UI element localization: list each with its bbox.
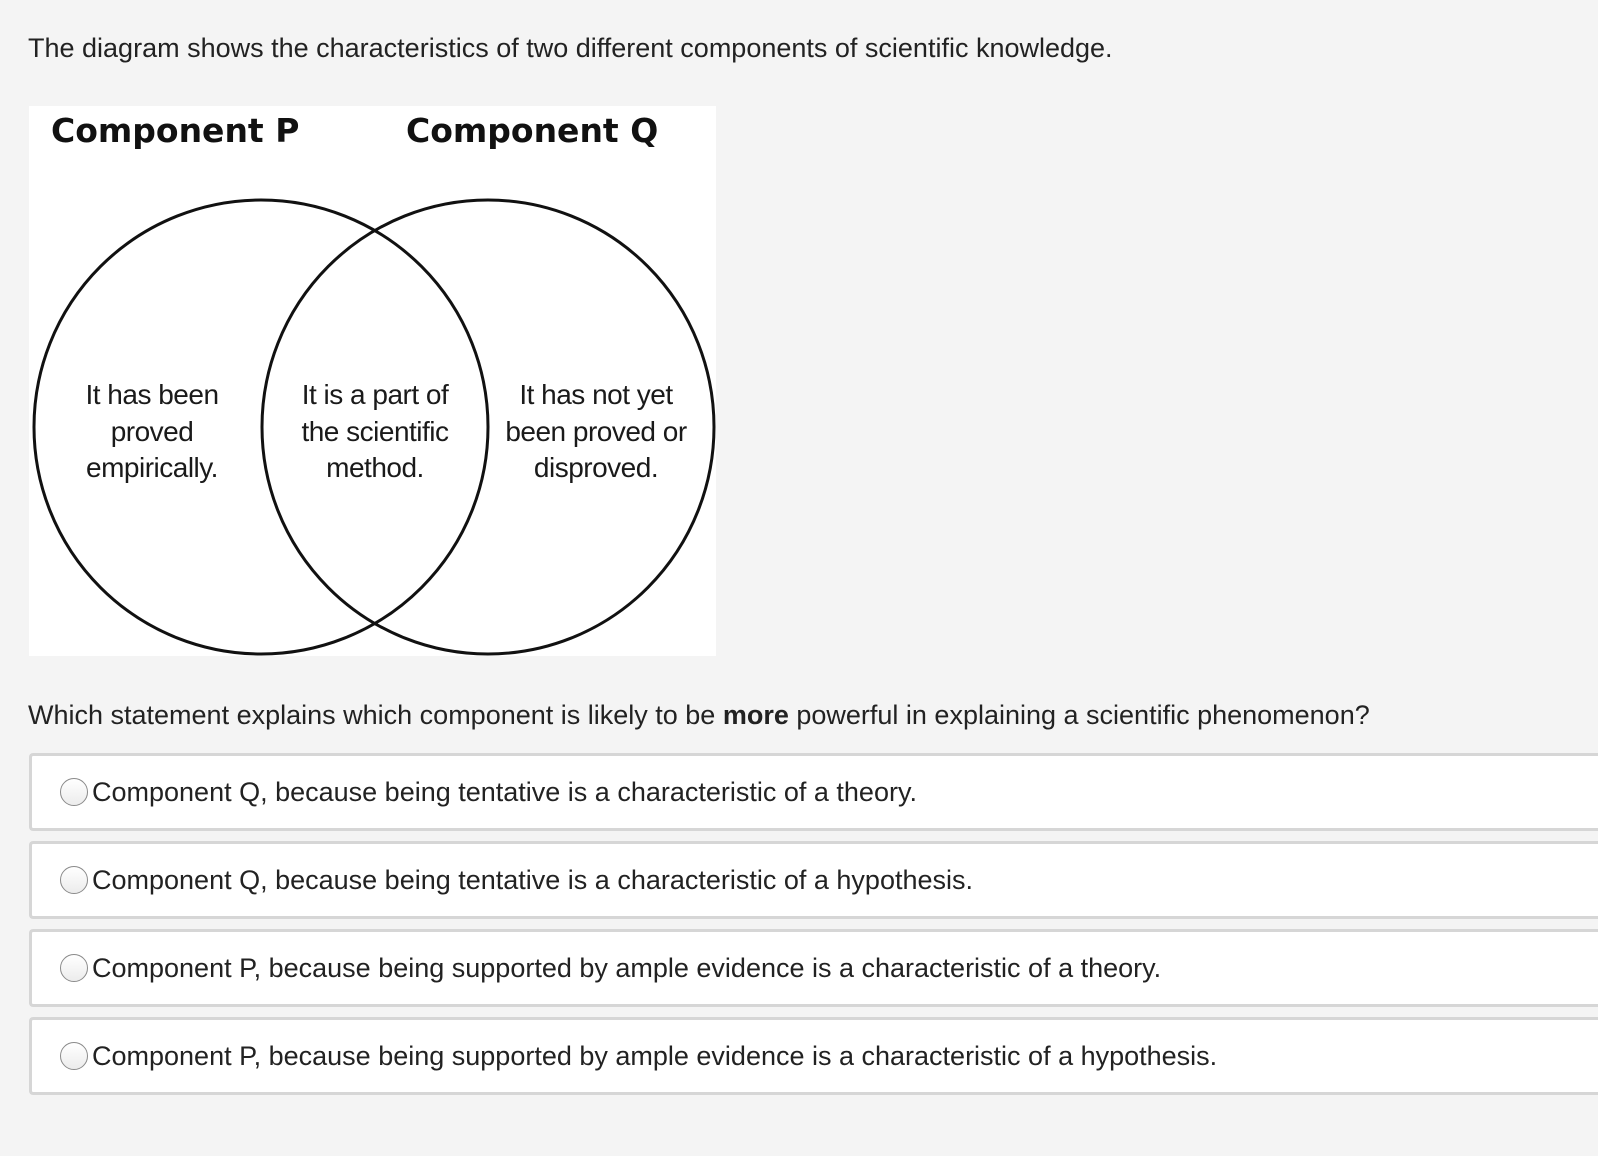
answer-option-label: Component P, because being supported by … bbox=[92, 1040, 1218, 1071]
answer-option-label: Component Q, because being tentative is … bbox=[92, 864, 973, 895]
left-text-line: empirically. bbox=[86, 452, 218, 483]
center-text-line: It is a part of bbox=[302, 379, 449, 410]
right-text-line: It has not yet bbox=[519, 379, 673, 410]
radio-button-icon[interactable] bbox=[60, 866, 88, 894]
left-text-line: proved bbox=[111, 416, 194, 447]
component-p-title: Component P bbox=[51, 111, 299, 150]
left-region-text: It has been proved empirically. bbox=[85, 379, 219, 483]
center-text-line: the scientific bbox=[301, 416, 449, 447]
question-text-after: powerful in explaining a scientific phen… bbox=[788, 700, 1370, 730]
question-intro-text: The diagram shows the characteristics of… bbox=[28, 33, 1113, 63]
component-q-circle bbox=[260, 198, 716, 656]
answer-options: Component Q, because being tentative is … bbox=[29, 753, 1598, 1105]
component-p-circle bbox=[32, 198, 490, 656]
question-text: Which statement explains which component… bbox=[28, 697, 1370, 733]
right-region-text: It has not yet been proved or disproved. bbox=[505, 379, 687, 483]
center-text-line: method. bbox=[326, 452, 424, 483]
right-text-line: disproved. bbox=[534, 452, 658, 483]
question-text-before: Which statement explains which component… bbox=[28, 700, 723, 730]
radio-button-icon[interactable] bbox=[60, 1042, 88, 1070]
answer-option-4[interactable]: Component P, because being supported by … bbox=[29, 1017, 1598, 1095]
radio-button-icon[interactable] bbox=[60, 778, 88, 806]
answer-option-2[interactable]: Component Q, because being tentative is … bbox=[29, 841, 1598, 919]
answer-option-label: Component P, because being supported by … bbox=[92, 952, 1162, 983]
center-region-text: It is a part of the scientific method. bbox=[301, 379, 449, 483]
answer-option-1[interactable]: Component Q, because being tentative is … bbox=[29, 753, 1598, 831]
radio-button-icon[interactable] bbox=[60, 954, 88, 982]
answer-option-label: Component Q, because being tentative is … bbox=[92, 776, 917, 807]
venn-diagram-svg: Component P Component Q It has been prov… bbox=[32, 111, 716, 656]
venn-diagram: Component P Component Q It has been prov… bbox=[29, 106, 716, 656]
answer-option-3[interactable]: Component P, because being supported by … bbox=[29, 929, 1598, 1007]
question-text-emphasis: more bbox=[722, 700, 789, 730]
component-q-title: Component Q bbox=[406, 111, 658, 150]
right-text-line: been proved or bbox=[505, 416, 687, 447]
left-text-line: It has been bbox=[85, 379, 218, 410]
